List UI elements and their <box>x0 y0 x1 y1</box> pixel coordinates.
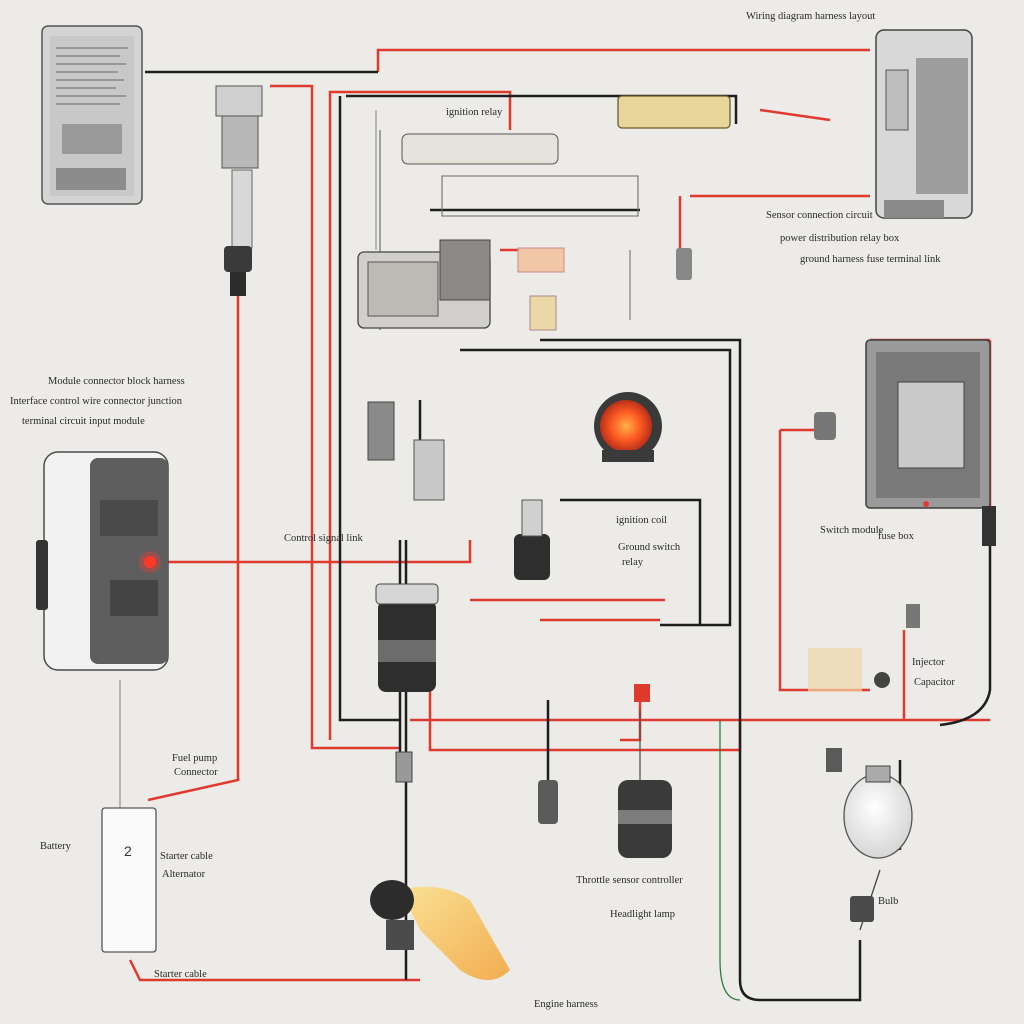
label-bottom-mid-note-2: Headlight lamp <box>610 909 676 920</box>
label-bottom-mid-note-1: Throttle sensor controller <box>576 875 683 886</box>
label-bottom-left-note-3: Alternator <box>162 869 206 880</box>
label-left-low-note-1: Fuel pump <box>172 753 218 764</box>
sensor-center <box>514 499 550 580</box>
label-right-mid-note-2: fuse box <box>878 531 914 542</box>
solenoid-top <box>401 95 731 217</box>
battery-box-number: 2 <box>124 843 132 859</box>
battery-box <box>101 807 157 953</box>
fuel-pump <box>538 780 672 858</box>
bulb-right <box>826 748 913 922</box>
relay-block-center <box>357 239 565 331</box>
junction-box-top-right <box>875 29 973 219</box>
label-right-low-note-1: Injector <box>912 657 945 668</box>
label-bottom-right-note: Bulb <box>878 896 899 907</box>
label-upper-mid-note: ignition relay <box>446 107 503 118</box>
label-bottom-left-caption: Starter cable <box>154 969 207 980</box>
connector-top-left <box>215 85 263 296</box>
label-left-note-2: Interface control wire connector junctio… <box>10 396 183 407</box>
label-mid-note-2: ignition coil <box>616 515 668 526</box>
label-bottom-mid-note-3: Engine harness <box>534 999 598 1010</box>
ecu-module-left <box>36 451 169 671</box>
label-left-note-1: Module connector block harness <box>48 376 185 387</box>
label-right-note-3: ground harness fuse terminal link <box>800 254 941 265</box>
label-right-note-1: Sensor connection circuit <box>766 210 873 221</box>
switch-left <box>367 401 445 501</box>
label-right-note-2: power distribution relay box <box>780 233 900 244</box>
label-mid-note-4: relay <box>622 557 643 568</box>
warning-lamp-center <box>594 392 662 462</box>
ignition-coil <box>375 583 439 692</box>
label-mid-note-1: Control signal link <box>284 533 363 544</box>
control-panel-top-left <box>41 25 143 205</box>
label-bottom-left-note-2: Starter cable <box>160 851 213 862</box>
fuse-box-right <box>865 339 991 509</box>
label-mid-note-3: Ground switch <box>618 542 681 553</box>
small-components-right <box>395 248 996 783</box>
label-right-low-note-2: Capacitor <box>914 677 955 688</box>
label-bottom-left-note-1: Battery <box>40 841 71 852</box>
label-left-note-3: terminal circuit input module <box>22 416 145 427</box>
label-left-low-note-2: Connector <box>174 767 218 778</box>
headlight-lamp <box>370 880 510 980</box>
label-top-right-caption: Wiring diagram harness layout <box>746 11 876 22</box>
label-right-mid-note-1: Switch module <box>820 525 884 536</box>
